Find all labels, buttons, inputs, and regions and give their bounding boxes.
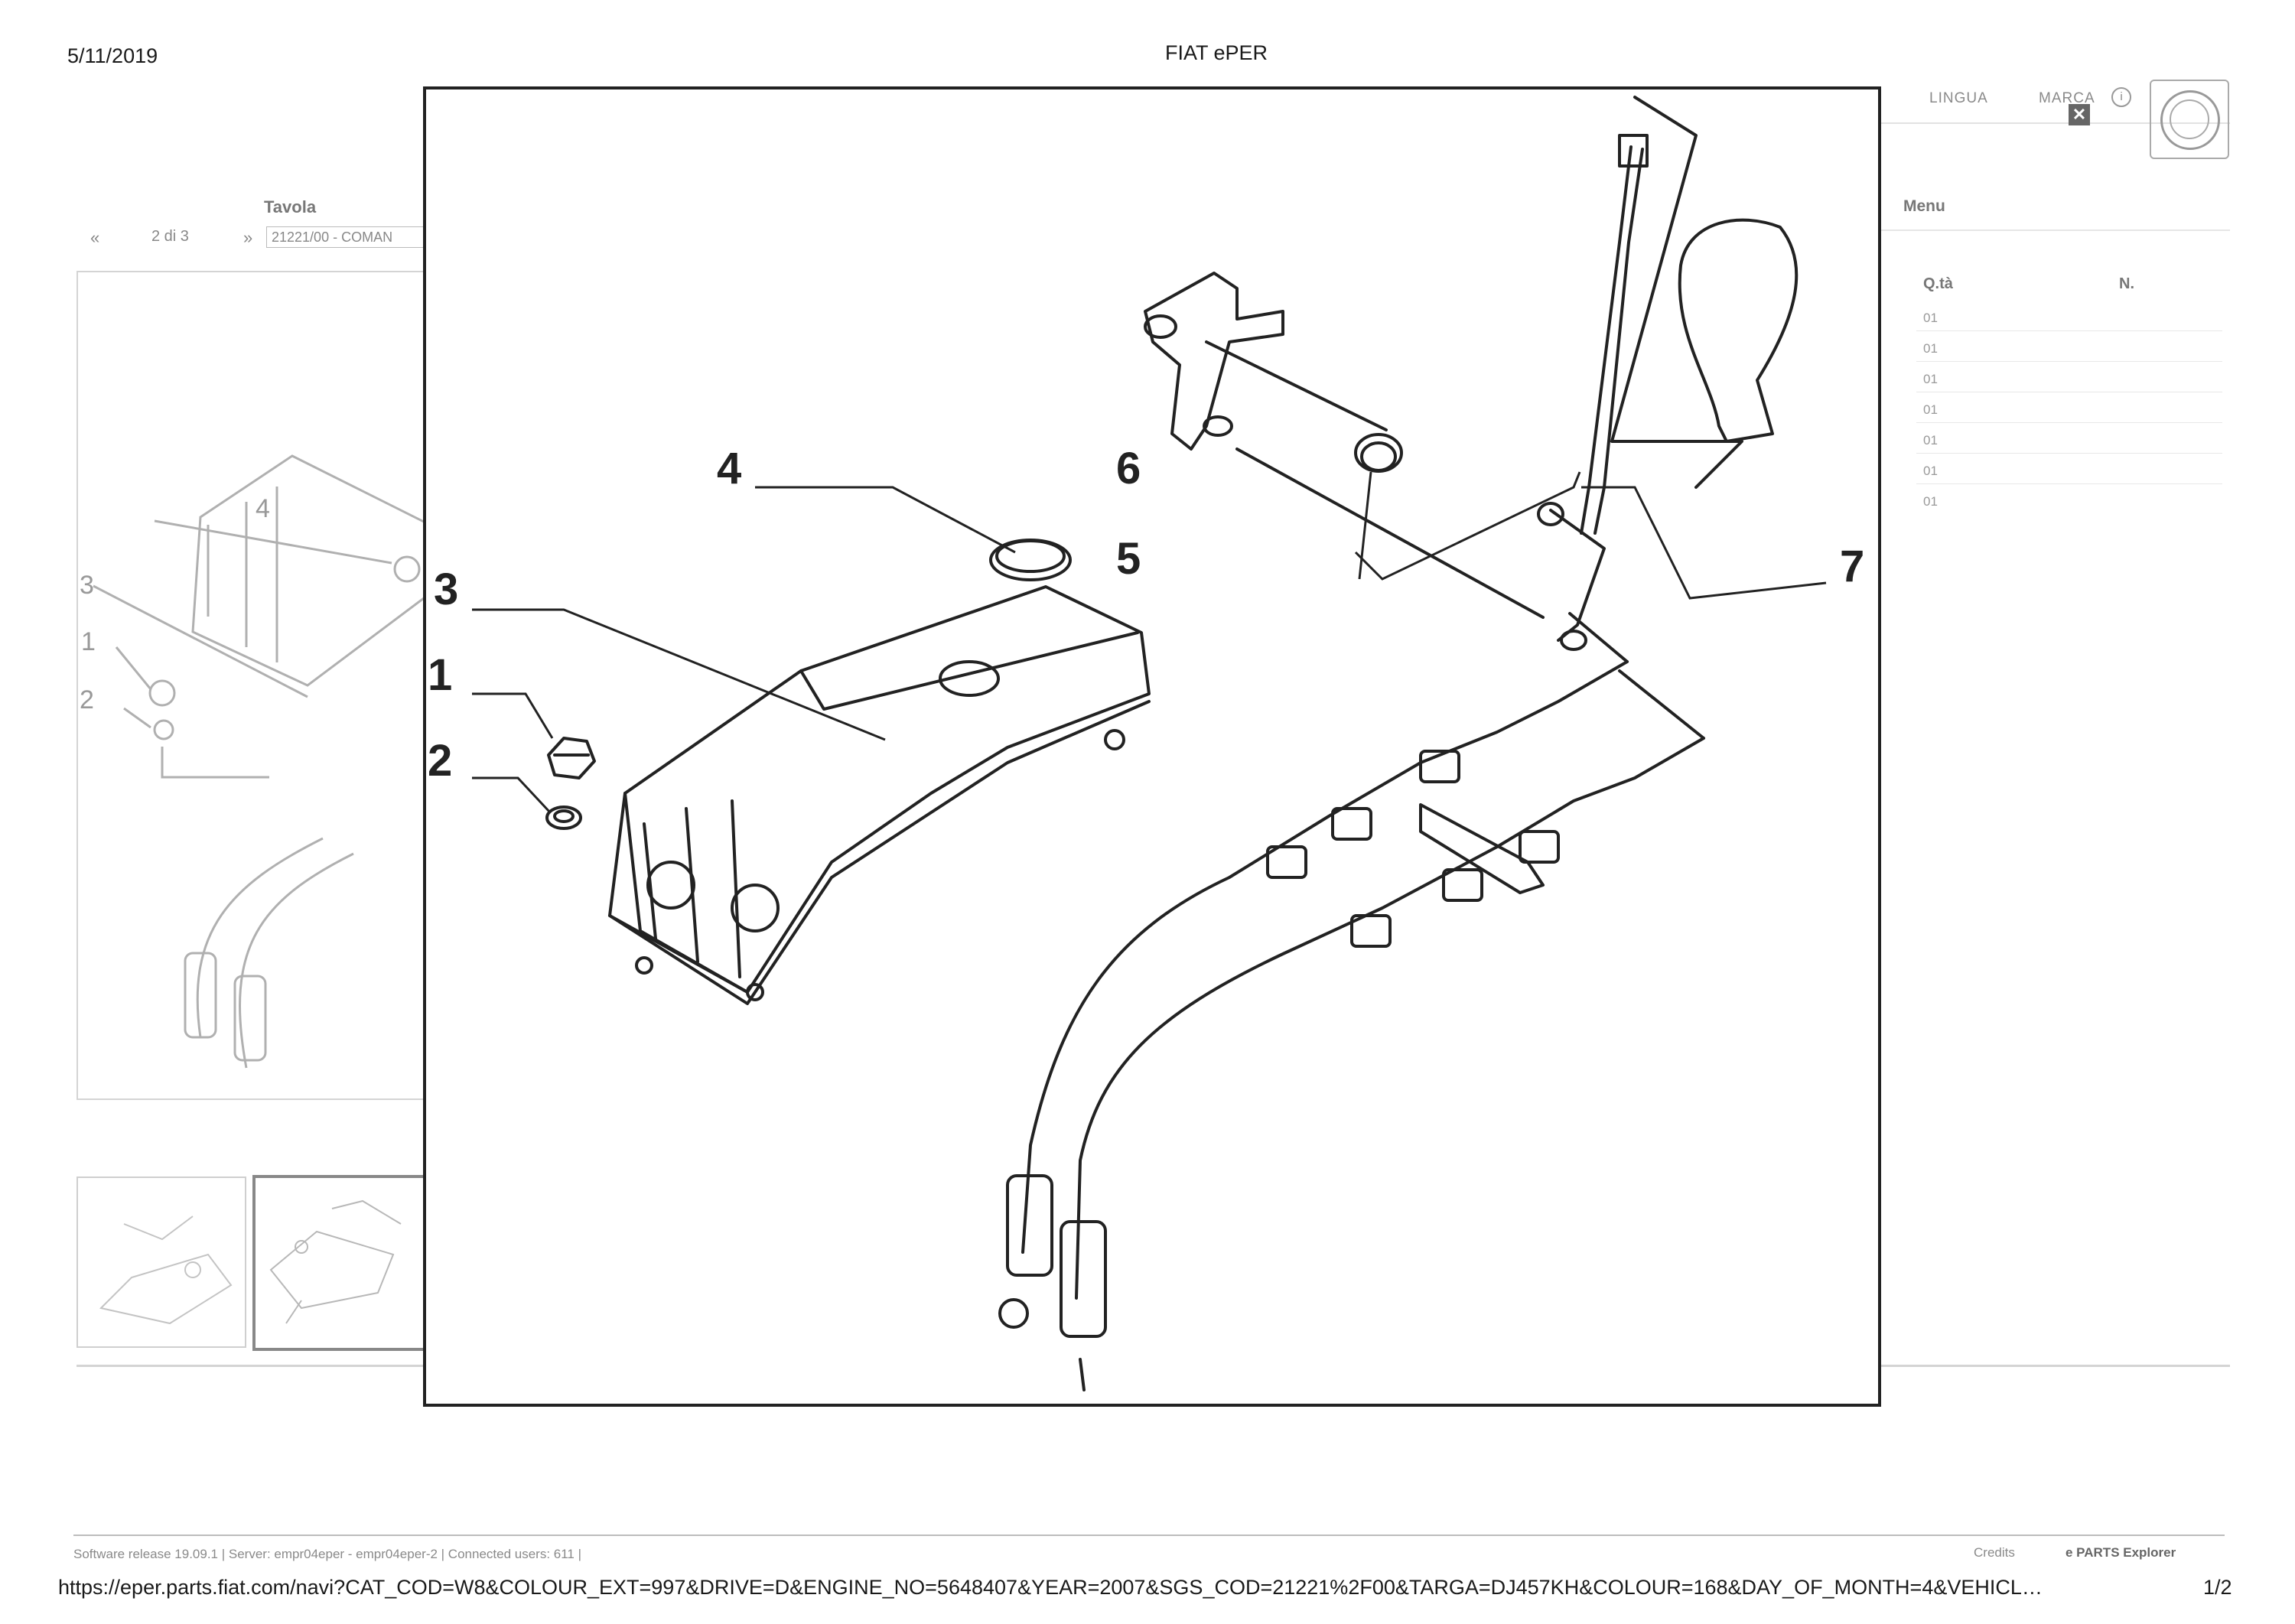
shift-cable: [1021, 660, 1629, 1254]
table-row-divider: [1916, 453, 2222, 454]
eparts-explorer-logo: e PARTS Explorer: [2066, 1545, 2176, 1560]
print-title: FIAT ePER: [1164, 41, 1268, 64]
footer-divider: [73, 1535, 2225, 1536]
washer: [545, 805, 582, 830]
table-label: Tavola: [264, 197, 317, 216]
brand-button[interactable]: MARCA: [2039, 90, 2095, 106]
exploded-diagram-popup[interactable]: 4 3 1 2 6 5 7: [423, 86, 1881, 1407]
qty-cell: 01: [1923, 311, 1938, 325]
qty-cell: 01: [1923, 402, 1938, 417]
exploded-diagram: [472, 96, 1827, 1391]
footer-status: Software release 19.09.1 | Server: empr0…: [73, 1547, 582, 1561]
info-icon[interactable]: i: [2111, 87, 2131, 107]
menu-button[interactable]: Menu: [1903, 197, 1945, 215]
close-icon[interactable]: ✕: [2069, 104, 2090, 125]
first-page-button[interactable]: «: [90, 228, 100, 247]
qty-column-header: Q.tà: [1923, 275, 1953, 292]
callout-2[interactable]: 2: [428, 736, 453, 786]
print-date: 5/11/2019: [67, 44, 158, 67]
nut: [547, 737, 596, 779]
callout-4[interactable]: 4: [717, 444, 742, 493]
qty-cell: 01: [1923, 494, 1938, 509]
gear-support-housing: [608, 585, 1151, 994]
callout-1[interactable]: 1: [428, 650, 453, 700]
bg-callout-label: 3: [80, 571, 94, 600]
menu-divider: [1878, 229, 2230, 231]
next-page-button[interactable]: »: [243, 228, 253, 247]
background-diagram[interactable]: 4 3 1 2: [76, 271, 431, 1100]
gear-lever: [1580, 145, 1633, 535]
n-column-header: N.: [2119, 275, 2134, 292]
table-row-divider: [1916, 330, 2222, 331]
bg-callout-label: 4: [256, 494, 270, 523]
qty-cell: 01: [1923, 372, 1938, 386]
select-cable: [1075, 737, 1705, 1300]
table-row-divider: [1916, 361, 2222, 362]
callout-3[interactable]: 3: [434, 565, 459, 614]
thumbnail-strip-divider: [76, 1365, 428, 1367]
callout-7[interactable]: 7: [1840, 542, 1865, 591]
callout-5[interactable]: 5: [1116, 534, 1141, 584]
diagram-thumbnail-selected[interactable]: [252, 1175, 430, 1351]
qty-cell: 01: [1923, 341, 1938, 356]
table-row-divider: [1916, 422, 2222, 423]
qty-cell: 01: [1923, 433, 1938, 447]
top-bar-divider: [1878, 122, 2230, 124]
bg-callout-label: 2: [80, 685, 94, 714]
bg-callout-label: 1: [81, 627, 96, 656]
callout-6[interactable]: 6: [1116, 444, 1141, 493]
language-button[interactable]: LINGUA: [1929, 90, 1988, 106]
print-url: https://eper.parts.fiat.com/navi?CAT_COD…: [58, 1576, 2043, 1599]
page-indicator: 2 di 3: [151, 228, 189, 245]
brand-logo: [2150, 80, 2229, 159]
gear-knob: [1678, 218, 1799, 443]
qty-cell: 01: [1923, 464, 1938, 478]
print-page-number: 1/2: [2203, 1576, 2232, 1599]
table-row-divider: [1916, 483, 2222, 484]
diagram-thumbnail[interactable]: [76, 1177, 246, 1348]
credits-link[interactable]: Credits: [1974, 1545, 2015, 1560]
lever-bracket: [1144, 272, 1284, 451]
right-panel-divider: [1878, 1365, 2230, 1367]
